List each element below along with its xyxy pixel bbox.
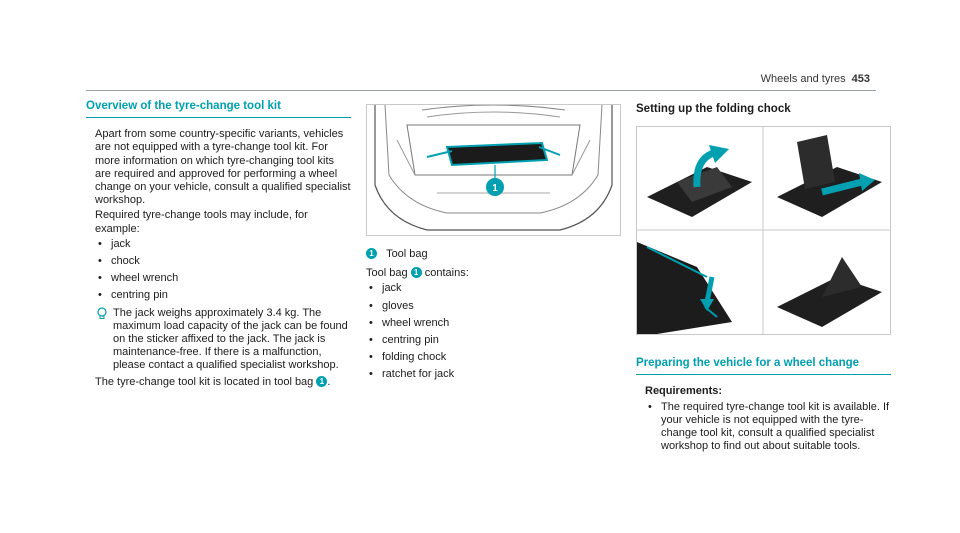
boot-illustration: 1 [366, 104, 621, 236]
page-header: Wheels and tyres 453 [761, 73, 870, 85]
required-tools-paragraph: Required tyre-change tools may include, … [95, 209, 308, 235]
folding-chock-illustration [636, 126, 891, 336]
tool-bag-contents-list: jack gloves wheel wrench centring pin fo… [366, 282, 621, 381]
middle-column: 1 1 Tool bag Tool bag 1 contains: jack g… [366, 104, 621, 386]
intro-paragraph: Apart from some country-specific variant… [95, 128, 351, 207]
prep-section-title: Preparing the vehicle for a wheel change [636, 357, 891, 376]
info-note: The jack weighs approximately 3.4 kg. Th… [86, 307, 351, 373]
list-item: centring pin [95, 289, 351, 302]
tool-bag-caption: 1 Tool bag [366, 248, 621, 261]
contains-paragraph: Tool bag 1 contains: [366, 267, 621, 280]
list-item: wheel wrench [95, 272, 351, 285]
callout-number: 1 [410, 267, 422, 279]
required-tools-list: jack chock wheel wrench centring pin [95, 238, 351, 303]
list-item: wheel wrench [366, 317, 621, 330]
contains-prefix: Tool bag [366, 267, 408, 280]
info-note-text: The jack weighs approximately 3.4 kg. Th… [113, 306, 348, 372]
list-item: The required tyre-change tool kit is ava… [645, 401, 891, 454]
info-icon [96, 307, 108, 323]
tool-kit-section-title: Overview of the tyre-change tool kit [86, 100, 351, 119]
list-item: gloves [366, 300, 621, 313]
requirements-list: The required tyre-change tool kit is ava… [645, 401, 891, 454]
list-item: jack [366, 282, 621, 295]
list-item: folding chock [366, 351, 621, 364]
right-column: Setting up the folding chock [636, 103, 891, 457]
list-item: chock [95, 255, 351, 268]
left-column: Overview of the tyre-change tool kit Apa… [86, 100, 351, 389]
list-item: jack [95, 238, 351, 251]
callout-number: 1 [366, 248, 377, 259]
callout-number: 1 [316, 375, 328, 387]
folding-chock-title: Setting up the folding chock [636, 103, 791, 115]
list-item: centring pin [366, 334, 621, 347]
page-number: 453 [851, 73, 870, 85]
section-name: Wheels and tyres [760, 73, 846, 85]
header-rule [86, 90, 876, 91]
callout-number: 1 [492, 183, 498, 194]
contains-suffix: contains: [424, 267, 469, 280]
caption-text: Tool bag [386, 248, 428, 260]
location-paragraph: The tyre-change tool kit is located in t… [95, 375, 331, 388]
requirements-label: Requirements: [645, 385, 723, 398]
list-item: ratchet for jack [366, 368, 621, 381]
location-text: The tyre-change tool kit is located in t… [95, 375, 314, 388]
